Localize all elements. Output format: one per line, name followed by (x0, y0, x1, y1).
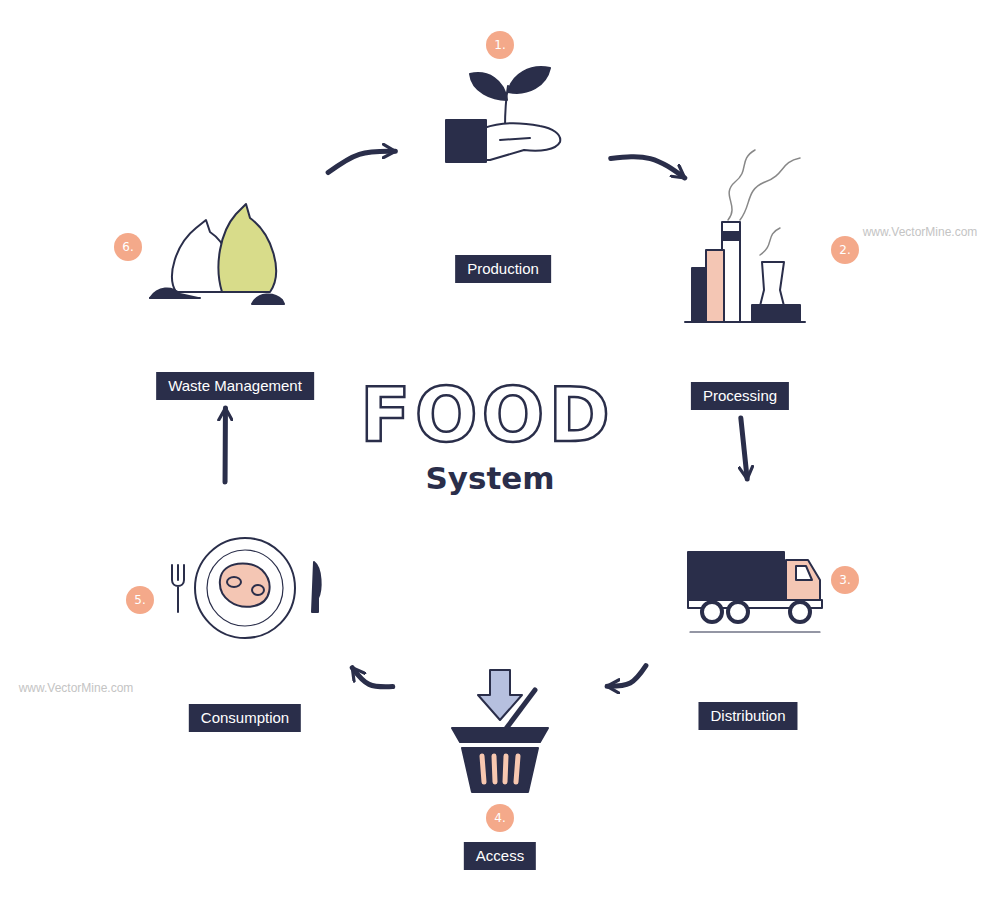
stage-label: Production (455, 255, 551, 283)
garbage-bags-icon (150, 204, 284, 304)
stage-label: Processing (691, 382, 789, 410)
stage-circle: Distribution (653, 487, 843, 730)
callout-number: 3. (831, 566, 859, 594)
stage-circle: Processing (645, 180, 835, 410)
circle-outline (140, 175, 330, 365)
flow-arrow (741, 418, 747, 479)
flow-arrow (607, 666, 646, 687)
subtitle: System (425, 460, 554, 496)
callout-number: 2. (831, 236, 859, 264)
stage-label: Consumption (189, 704, 301, 732)
basket-icon (452, 670, 548, 792)
flow-arrow (223, 408, 228, 482)
diagram-title: FOOD (360, 372, 614, 458)
truck-icon (688, 552, 822, 632)
flow-arrow (611, 157, 685, 178)
flow-arrow (352, 668, 393, 687)
stage-circle: Access (400, 645, 600, 870)
circle-outline (653, 487, 843, 677)
stage-circle: Waste Management (140, 175, 330, 400)
stage-label: Access (464, 842, 536, 870)
stage-label: Distribution (698, 702, 797, 730)
circle-outline (403, 30, 603, 230)
stage-circle: Production (403, 30, 603, 283)
stage-label: Waste Management (156, 372, 314, 400)
watermark: www.VectorMine.com (863, 225, 978, 239)
sprout-hand-icon (446, 67, 560, 162)
callout-number: 6. (114, 233, 142, 261)
circle-outline (645, 180, 835, 370)
callout-number: 1. (486, 31, 514, 59)
callout-number: 5. (126, 586, 154, 614)
stage-circle: Consumption (145, 490, 345, 732)
callout-number: 4. (486, 804, 514, 832)
factory-icon (685, 150, 805, 322)
plate-icon (172, 538, 321, 638)
circle-outline (145, 490, 345, 690)
flow-arrow (328, 151, 395, 172)
watermark: www.VectorMine.com (19, 681, 134, 695)
